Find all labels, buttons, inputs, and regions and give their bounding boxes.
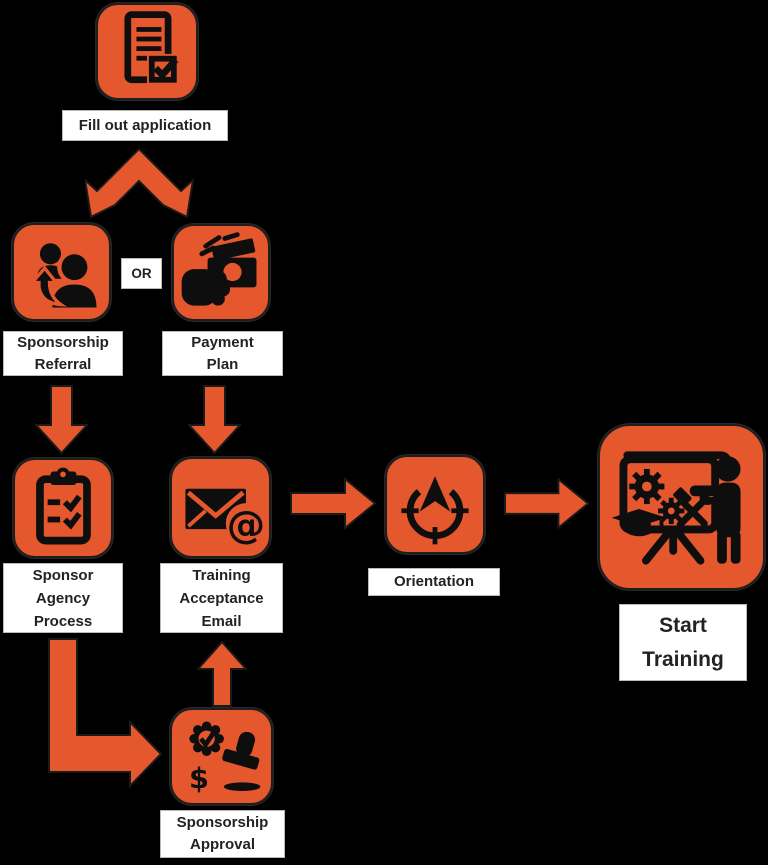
at-glyph: @ (227, 503, 265, 548)
label-line: Sponsorship (176, 814, 269, 831)
label-or: OR (121, 258, 162, 289)
node-training-acceptance-email: @ (170, 457, 271, 558)
compass-target-icon (401, 476, 469, 545)
cash-in-hand-icon (181, 232, 257, 306)
dollar-glyph: $ (189, 761, 209, 795)
clipboard-checklist-icon (36, 467, 91, 545)
label-start-training: Start Training (619, 604, 747, 681)
label-line: Referral (34, 355, 92, 373)
arrow-right-orientation-to-start (504, 477, 590, 530)
label-text: Fill out application (78, 116, 212, 134)
node-payment-plan (172, 224, 270, 321)
label-line: Acceptance (179, 589, 264, 607)
arrow-down-payment (188, 385, 241, 455)
label-line: Payment (191, 333, 254, 351)
or-text: OR (131, 265, 152, 281)
label-line: Plan (206, 355, 239, 373)
label-line: Training (192, 566, 251, 584)
label-line: Approval (189, 836, 255, 853)
label-sponsor-agency-process: Sponsor Agency Process (3, 563, 123, 633)
label-training-acceptance-email: Training Acceptance Email (160, 563, 283, 633)
label-line: Agency (35, 589, 91, 607)
node-sponsorship-approval: $ (170, 708, 273, 805)
arrow-elbow-agency-to-approval (48, 638, 163, 788)
dollar-stamp-approval-icon: $ (189, 721, 261, 795)
label-line: Start (659, 613, 707, 637)
arrow-up-approval-to-email (197, 641, 247, 707)
arrow-right-email-to-orientation (290, 477, 377, 530)
presentation-training-icon (611, 451, 741, 565)
label-line: Email (201, 612, 242, 630)
email-at-icon: @ (185, 488, 267, 548)
label-line: Process (33, 612, 93, 630)
node-sponsor-agency-process (13, 458, 113, 558)
label-sponsorship-approval: Sponsorship Approval (160, 810, 285, 858)
label-payment-plan: Payment Plan (162, 331, 283, 376)
referral-people-icon (28, 243, 101, 312)
arrow-split-or (85, 147, 195, 219)
node-fill-out-application (96, 3, 198, 100)
label-line: Sponsorship (17, 333, 109, 351)
arrow-down-referral (35, 385, 88, 455)
node-orientation (385, 455, 485, 554)
application-form-icon (124, 11, 180, 85)
node-sponsorship-referral (12, 223, 111, 321)
label-sponsorship-referral: Sponsorship Referral (3, 331, 123, 376)
label-fill-out-application: Fill out application (62, 110, 228, 141)
label-text: Orientation (393, 573, 474, 590)
node-start-training (598, 424, 765, 590)
label-line: Sponsor (32, 566, 94, 584)
label-line: Training (642, 647, 724, 671)
label-orientation: Orientation (368, 568, 500, 596)
